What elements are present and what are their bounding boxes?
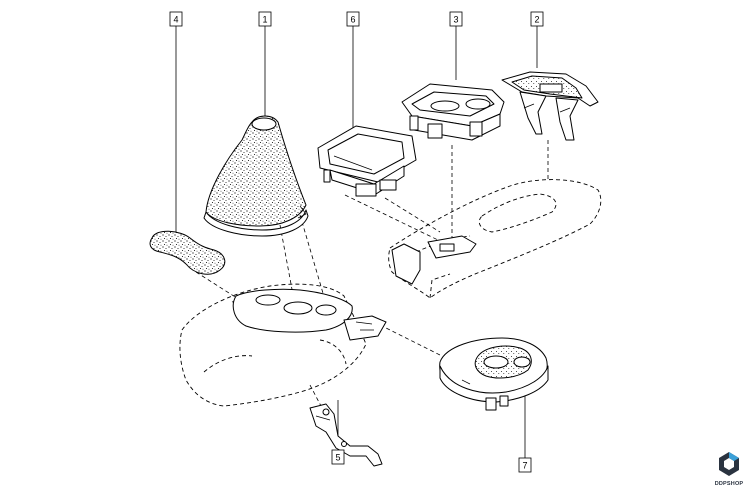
callout-label: 1 (262, 15, 267, 25)
part-6-tray (317, 125, 417, 197)
part-4-pad (149, 230, 226, 275)
leader-lines (175, 26, 538, 458)
callout-label: 2 (534, 15, 539, 25)
callout-7: 7 (518, 457, 532, 473)
callout-6: 6 (346, 11, 360, 27)
callout-label: 4 (173, 15, 178, 25)
part-7-shifter-surround (439, 337, 549, 411)
callout-label: 3 (453, 15, 458, 25)
part-2-bezel (501, 71, 599, 141)
part-3-cup-holder (401, 83, 505, 141)
ddpshop-logo-icon (719, 452, 739, 476)
callout-1: 1 (258, 11, 272, 27)
assembly-guides (195, 140, 549, 409)
brand-name: DDPSHOP (715, 481, 744, 487)
part-5-bracket (309, 403, 383, 467)
callout-4: 4 (169, 11, 183, 27)
callout-2: 2 (530, 11, 544, 27)
callout-label: 6 (350, 15, 355, 25)
callout-label: 7 (522, 461, 527, 471)
ddpshop-watermark: DDPSHOP (715, 452, 744, 487)
callout-label: 5 (335, 453, 340, 463)
front-console-outline (179, 283, 387, 407)
rear-console-outline (388, 179, 602, 299)
callout-3: 3 (449, 11, 463, 27)
part-1-shift-boot (203, 115, 309, 237)
callout-5: 5 (331, 449, 345, 465)
